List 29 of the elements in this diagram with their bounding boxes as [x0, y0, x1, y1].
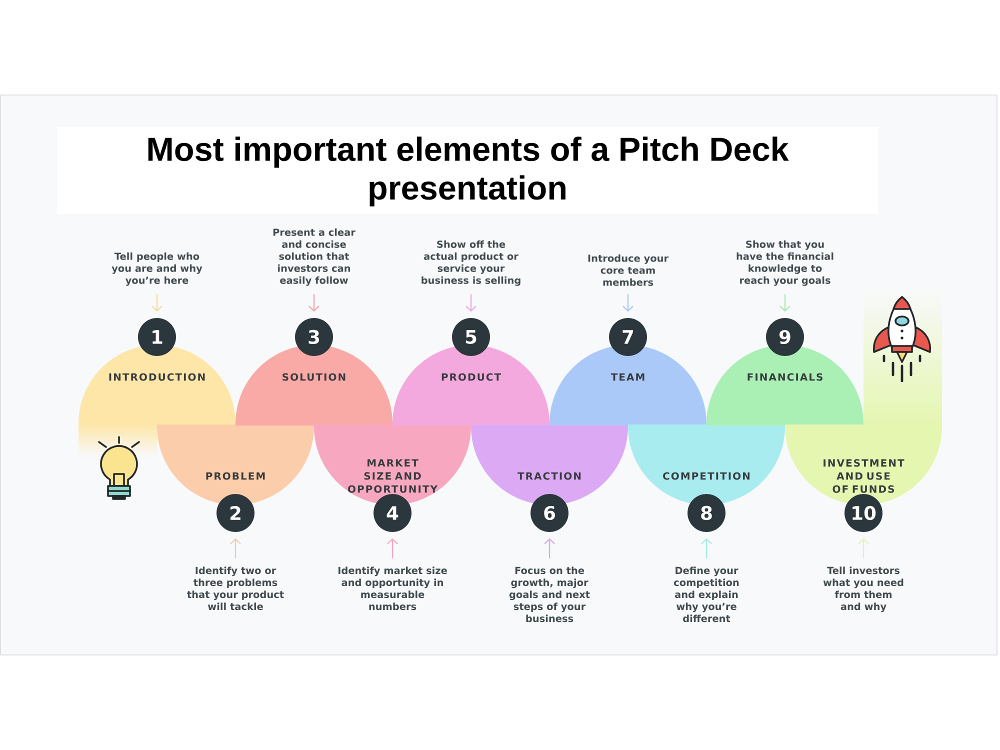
title-banner: Most important elements of a Pitch Deck presentation	[57, 127, 878, 214]
description-text: Introduce your core team members	[588, 254, 669, 286]
arrow	[780, 294, 790, 312]
description-text: Focus on the growth, major goals and next steps of your business	[509, 566, 590, 622]
ribbon-segment: PRODUCT	[392, 345, 550, 426]
ribbon-segment: SOLUTION	[236, 345, 392, 426]
arrow	[466, 294, 476, 312]
description-text: Show that you have the financial knowledge to reach your goals	[736, 240, 834, 286]
description-text: Identify two or three problems that your product will tackle	[187, 566, 284, 610]
description-text: Tell investors what you need from them and why	[823, 566, 904, 612]
arrow	[387, 538, 398, 558]
description-text: Define your competition and explain why you’re different	[674, 566, 739, 622]
description-text: Tell people who you are and why you’re here	[112, 252, 202, 286]
arrow	[622, 294, 634, 312]
ribbon-segment: MARKET SIZE AND OPPORTUNITY	[314, 424, 471, 505]
arrow	[230, 538, 241, 558]
ribbon-segment: TRACTION	[471, 424, 628, 505]
description-text: Present a clear and concise solution that investors can easily follow	[273, 228, 356, 286]
arrow	[701, 538, 712, 558]
arrow	[308, 294, 320, 312]
ribbon-segment: FINANCIALS	[706, 345, 864, 426]
description-text: Show off the actual product or service your business is selling	[422, 240, 520, 286]
ribbon-segment: COMPETITION	[628, 424, 785, 505]
arrow	[152, 294, 162, 312]
ribbon-segment: TEAM	[550, 345, 706, 426]
arrow	[544, 538, 555, 558]
arrow	[858, 538, 869, 558]
ribbon-segment: PROBLEM	[157, 424, 314, 505]
description-text: Identify market size and opportunity in measurable numbers	[338, 566, 447, 610]
